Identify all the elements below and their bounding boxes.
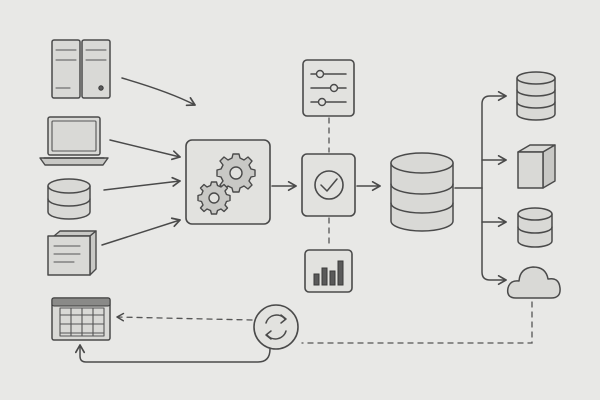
arrow-doc-to-process [101,217,181,246]
arrow-sync-to-sheet [74,344,271,363]
cloud-icon [506,266,561,299]
bar-chart-icon [304,249,353,293]
sliders-icon [302,59,355,117]
checkmark-icon [314,170,344,200]
spreadsheet-icon [51,297,111,341]
warehouse-database-icon [390,152,454,232]
dashed-feedback-left [116,312,253,322]
database-icon [47,178,91,220]
laptop-icon [39,116,109,166]
target-database-icon [516,71,556,121]
branch-connector [454,90,507,286]
dashed-feedback-right [301,301,533,344]
arrow-db-to-process [103,176,181,191]
cube-icon [517,144,556,189]
gears-icon [197,153,256,215]
validation-box [301,153,356,217]
document-icon [47,230,97,276]
target-database-icon-2 [517,207,553,248]
arrow-server-to-process [121,77,196,107]
arrow-laptop-to-process [109,139,181,161]
server-icon [51,39,111,99]
sync-icon [253,304,299,350]
processing-box [185,139,271,225]
